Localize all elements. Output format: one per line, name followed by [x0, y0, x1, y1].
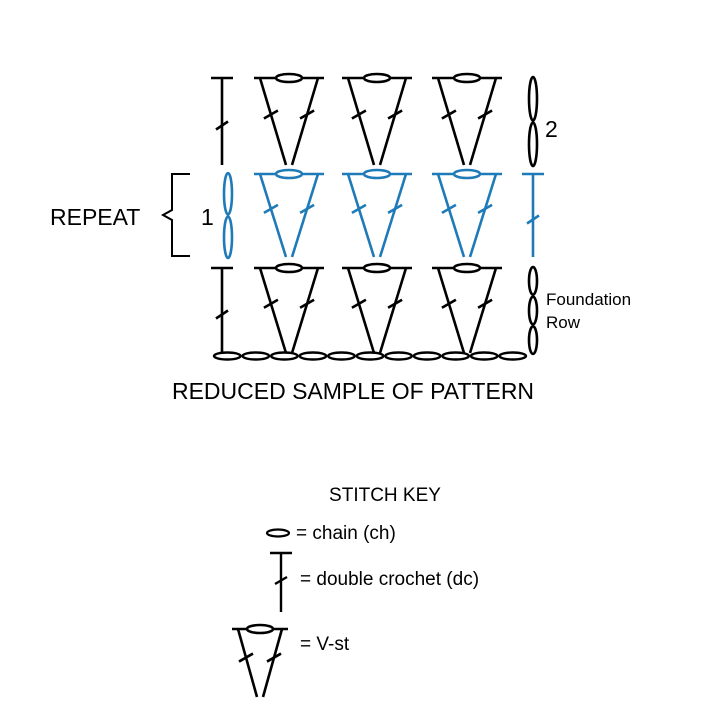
- double-crochet-icon: [270, 551, 292, 612]
- chain-stitch: [212, 351, 242, 361]
- chain-stitch: [412, 351, 442, 361]
- stitch-row-1: [211, 72, 539, 168]
- v-stitch: [232, 623, 288, 698]
- row-number-2: 2: [545, 116, 558, 142]
- stitch-row-3: [211, 262, 539, 356]
- double-crochet-stitch: [211, 266, 233, 353]
- v-stitch: [254, 72, 324, 166]
- v-stitch: [254, 168, 324, 258]
- turning-chain-icon: [222, 215, 234, 260]
- stitch-key-title: STITCH KEY: [329, 485, 441, 506]
- key-label-double-crochet: = double crochet (dc): [300, 569, 479, 590]
- row-number-1: 1: [201, 204, 214, 230]
- chain-stitch: [269, 351, 299, 361]
- chain-icon: [265, 528, 291, 538]
- v-stitch: [342, 262, 412, 354]
- turning-chain-icon: [527, 295, 539, 326]
- turning-chain-icon: [527, 75, 539, 122]
- v-stitch: [432, 262, 502, 354]
- stitch-key: STITCH KEY = chain (ch) = double crochet…: [232, 485, 479, 698]
- turning-chain-icon: [222, 171, 234, 216]
- chain-stitch: [241, 351, 271, 361]
- v-stitch: [342, 168, 412, 258]
- chart-caption: REDUCED SAMPLE OF PATTERN: [172, 378, 534, 404]
- v-stitch-icon: [232, 623, 288, 698]
- chain-stitch: [326, 351, 356, 361]
- stitch-chart: [211, 72, 544, 356]
- foundation-chain: [212, 351, 528, 361]
- double-crochet-stitch: [522, 172, 544, 257]
- chain-stitch: [469, 351, 499, 361]
- v-stitch: [432, 168, 502, 258]
- turning-chain-icon: [527, 325, 539, 356]
- repeat-bracket: [160, 173, 190, 257]
- v-stitch: [342, 72, 412, 166]
- chain-stitch: [298, 351, 328, 361]
- repeat-label: REPEAT: [50, 204, 140, 230]
- turning-chain-icon: [527, 265, 539, 296]
- stitch-row-2: [222, 168, 544, 260]
- chain-stitch: [498, 351, 528, 361]
- chain-stitch: [355, 351, 385, 361]
- v-stitch: [254, 262, 324, 354]
- v-stitch: [432, 72, 502, 166]
- key-label-chain: = chain (ch): [296, 523, 396, 544]
- chain-stitch: [441, 351, 471, 361]
- key-label-v-stitch: = V-st: [300, 634, 350, 655]
- foundation-row-label: Foundation: [546, 290, 631, 309]
- turning-chain-icon: [527, 121, 539, 168]
- chain-stitch: [384, 351, 414, 361]
- foundation-row-label-2: Row: [546, 313, 581, 332]
- double-crochet-stitch: [211, 76, 233, 165]
